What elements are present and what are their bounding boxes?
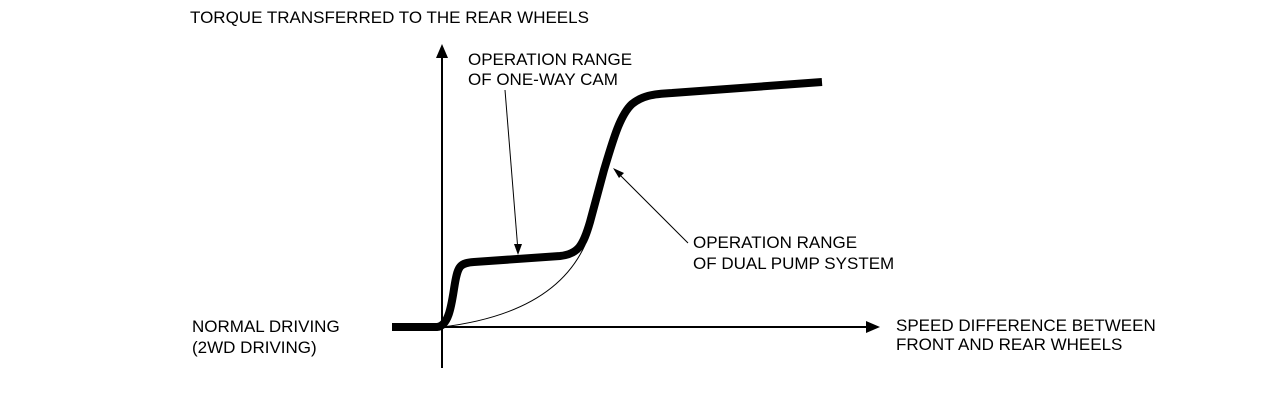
normal-driving-label-line2: (2WD DRIVING) — [192, 338, 317, 357]
normal-driving-label-line1: NORMAL DRIVING — [192, 317, 340, 336]
x-axis-title-line2: FRONT AND REAR WHEELS — [896, 335, 1122, 354]
oneway-cam-leader-arrowhead — [514, 244, 522, 255]
dual-pump-leader-arrowhead — [613, 168, 624, 178]
dual-pump-reference-curve — [441, 244, 586, 328]
dual-pump-label-line1: OPERATION RANGE — [693, 233, 857, 252]
torque-characteristic-curve — [392, 78, 823, 331]
y-axis-title: TORQUE TRANSFERRED TO THE REAR WHEELS — [190, 8, 589, 27]
oneway-cam-label-line2: OF ONE-WAY CAM — [468, 70, 618, 89]
dual-pump-label-line2: OF DUAL PUMP SYSTEM — [693, 254, 894, 273]
x-axis-arrowhead — [866, 321, 880, 333]
oneway-cam-label-line1: OPERATION RANGE — [468, 50, 632, 69]
dual-pump-leader — [614, 169, 689, 244]
oneway-cam-leader — [504, 89, 519, 252]
x-axis-title-line1: SPEED DIFFERENCE BETWEEN — [896, 316, 1156, 335]
y-axis-arrowhead — [436, 44, 448, 58]
